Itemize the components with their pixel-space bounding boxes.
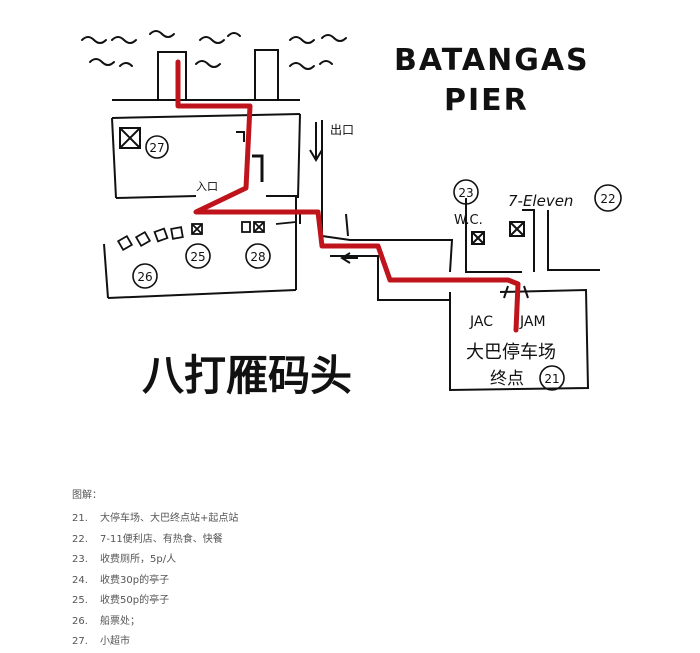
marker-23-label: 23 — [458, 186, 473, 200]
pier-map: 27 入口 出口 26 25 28 — [81, 30, 622, 400]
wc-block — [465, 198, 535, 273]
store-label: 7-Eleven — [508, 192, 573, 210]
legend-item-text: 收费30p的亭子 — [100, 574, 170, 586]
direction-mark — [252, 154, 264, 182]
legend-item-number: 24. — [72, 574, 88, 586]
shop-27-icon — [119, 127, 141, 149]
bus-parking-label: 大巴停车场 — [466, 342, 556, 363]
marker-23 — [453, 179, 479, 205]
marker-21-label: 21 — [544, 372, 559, 386]
map-title-line2: PIER — [444, 83, 529, 118]
legend-item-number: 26. — [72, 615, 88, 627]
legend: 图解： 21.大停车场、大巴终点站+起点站 22.7-11便利店、有热食、快餐 … — [72, 486, 632, 653]
legend-item-number: 27. — [72, 636, 88, 647]
legend-item: 21. 大停车场、大巴终点站+起点站 — [72, 509, 632, 530]
jac-label: JAC — [469, 314, 493, 330]
legend-item: 22. 7-11便利店、有热食、快餐 — [72, 530, 632, 551]
map-title-line1: BATANGAS — [394, 43, 590, 78]
exit-arrow-icon — [309, 122, 323, 162]
legend-item-text: 船票处； — [100, 615, 140, 627]
legend-title: 图解： — [72, 490, 102, 501]
legend-item-number: 25. — [72, 595, 88, 606]
route-end-mark — [503, 285, 529, 299]
marker-21 — [539, 365, 565, 391]
terminal-label: 终点 — [490, 369, 524, 389]
legend-item: 24. 收费30p的亭子 — [72, 571, 632, 592]
walking-route — [175, 59, 521, 333]
legend-item-text: 收费50p的亭子 — [100, 595, 170, 606]
marker-27 — [145, 135, 169, 159]
chinese-title: 八打雁码头 — [142, 351, 352, 400]
legend-item-number: 23. — [72, 554, 88, 565]
legend-item: 27. 小超市 — [72, 632, 632, 653]
marker-26-label: 26 — [137, 270, 152, 284]
legend-item: 26. 船票处； — [72, 612, 632, 633]
legend-item-number: 22. — [72, 533, 88, 545]
legend-item-text: 7-11便利店、有热食、快餐 — [100, 533, 223, 545]
entrance-door — [236, 131, 245, 142]
marker-25-label: 25 — [190, 250, 205, 264]
legend-item: 23. 收费厕所，5p/人 — [72, 550, 632, 571]
wc-label: W.C. — [454, 213, 483, 228]
legend-item: 25. 收费50p的亭子 — [72, 591, 632, 612]
booths — [116, 221, 297, 252]
marker-27-label: 27 — [149, 141, 164, 155]
marker-26 — [132, 263, 158, 289]
legend-item-text: 收费厕所，5p/人 — [100, 554, 177, 565]
jam-label: JAM — [519, 314, 546, 330]
marker-25 — [185, 243, 211, 269]
entrance-label: 入口 — [196, 180, 218, 193]
water-waves-icon — [81, 30, 347, 70]
legend-item-number: 21. — [72, 513, 88, 524]
exit-label: 出口 — [330, 123, 354, 137]
legend-item-text: 大停车场、大巴终点站+起点站 — [100, 513, 239, 524]
parking-area — [449, 288, 590, 392]
legend-item-text: 小超市 — [100, 636, 130, 647]
marker-28 — [245, 243, 271, 269]
marker-22-label: 22 — [600, 192, 615, 206]
marker-22 — [594, 184, 622, 212]
terminal-building — [111, 113, 301, 199]
store-wall — [547, 210, 600, 271]
pier-outline — [112, 49, 300, 101]
marker-28-label: 28 — [250, 250, 265, 264]
road-arrow-icon — [340, 252, 358, 264]
